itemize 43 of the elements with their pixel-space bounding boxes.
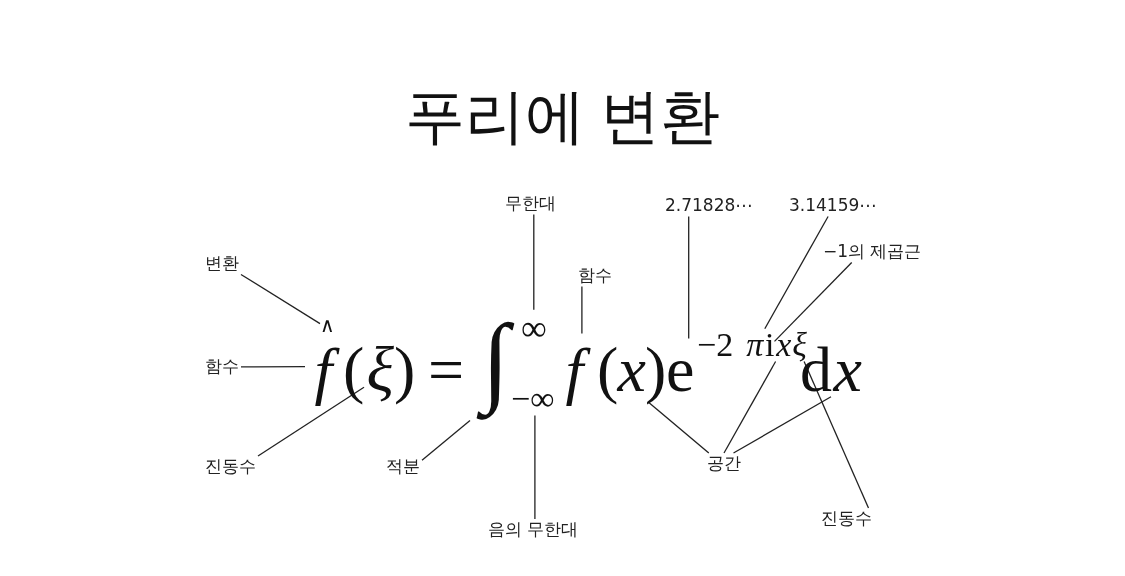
leader-line bbox=[534, 414, 536, 520]
annotation-label: 함수 bbox=[576, 265, 614, 287]
math-symbol: −2 bbox=[697, 327, 734, 362]
leader-line bbox=[581, 285, 583, 335]
leader-line bbox=[723, 360, 777, 454]
annotation-label: 진동수 bbox=[203, 456, 258, 478]
leader-line bbox=[533, 213, 535, 311]
leader-line bbox=[647, 401, 710, 454]
math-symbol: ∧ bbox=[320, 315, 335, 336]
annotation-label: 공간 bbox=[705, 453, 743, 475]
math-symbol: f bbox=[556, 333, 593, 408]
annotation-label: 2.71828⋯ bbox=[663, 195, 755, 217]
leader-line bbox=[240, 273, 321, 325]
math-symbol: ∞ bbox=[521, 309, 547, 346]
leader-line bbox=[421, 419, 471, 461]
math-symbol: ) bbox=[645, 338, 667, 403]
annotation-label: 3.14159⋯ bbox=[787, 195, 879, 217]
leader-line bbox=[688, 215, 690, 340]
annotation-label: 적분 bbox=[384, 456, 422, 478]
math-symbol: −∞ bbox=[511, 381, 555, 416]
leader-line bbox=[240, 366, 306, 368]
math-symbol: ) bbox=[394, 338, 416, 403]
leader-line bbox=[773, 261, 853, 343]
math-symbol: ( bbox=[343, 338, 365, 403]
annotation-label: 변환 bbox=[203, 253, 241, 275]
math-symbol: i bbox=[765, 327, 775, 362]
annotation-label: 진동수 bbox=[819, 508, 874, 530]
annotation-label: 무한대 bbox=[503, 193, 558, 215]
title: 푸리에 변환 bbox=[404, 84, 720, 150]
math-symbol: π bbox=[745, 327, 765, 362]
leader-line bbox=[803, 360, 870, 509]
math-symbol: = bbox=[428, 338, 465, 403]
leader-line bbox=[732, 396, 832, 454]
math-symbol: x bbox=[831, 338, 865, 403]
math-symbol: ξ bbox=[364, 338, 397, 403]
annotation-label: 함수 bbox=[203, 356, 241, 378]
leader-line bbox=[764, 215, 829, 330]
math-symbol: f bbox=[305, 333, 342, 408]
math-symbol: x bbox=[775, 327, 793, 362]
annotation-label: 음의 무한대 bbox=[486, 519, 581, 541]
math-symbol: e bbox=[666, 338, 695, 403]
annotation-label: −1의 제곱근 bbox=[821, 241, 924, 263]
leader-line bbox=[257, 386, 365, 457]
